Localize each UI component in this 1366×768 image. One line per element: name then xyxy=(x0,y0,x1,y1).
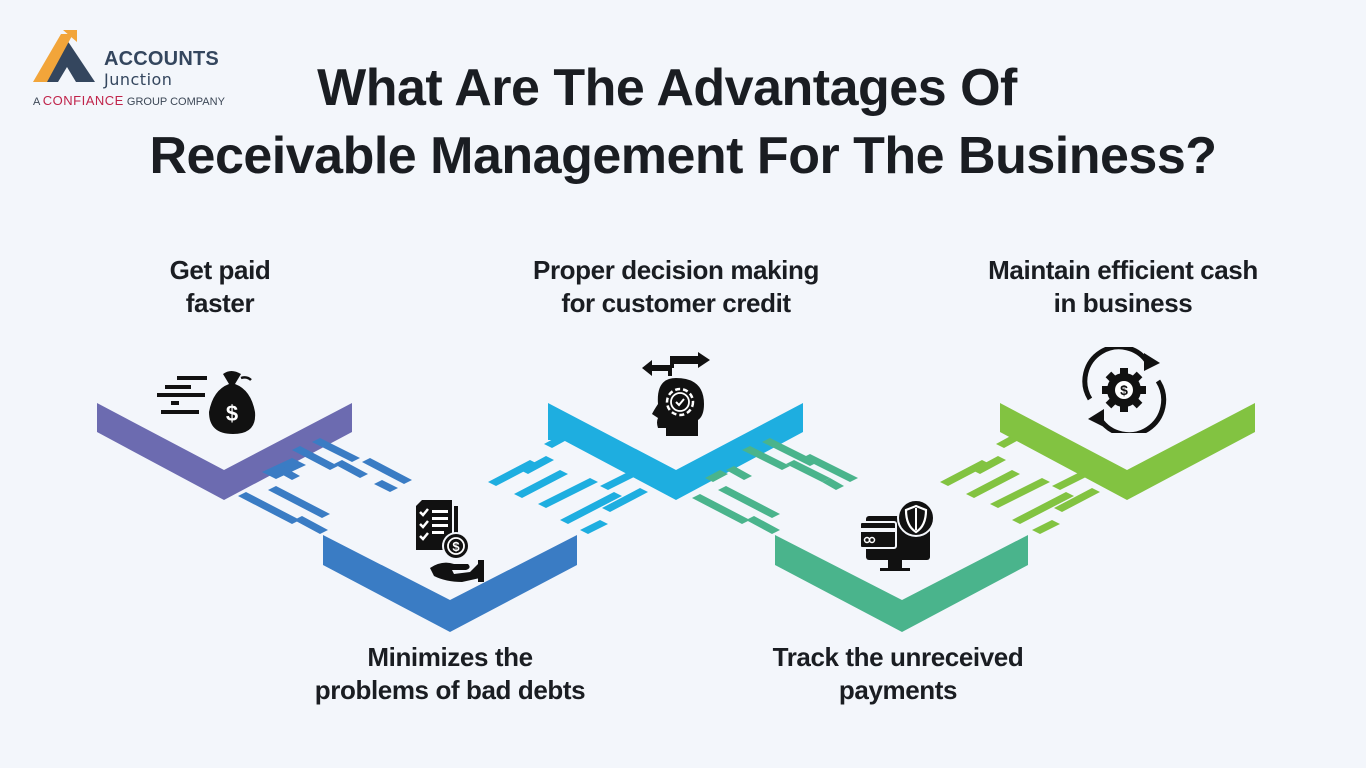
connector-stripes-1-2 xyxy=(238,438,412,534)
page-title-line2: Receivable Management For The Business? xyxy=(149,127,1217,185)
logo-triangle-icon xyxy=(33,30,95,82)
money-bag-icon: $ xyxy=(157,371,256,434)
step-1-label-line1: Get paid xyxy=(169,255,271,285)
step-4-label: Track the unreceived payments xyxy=(738,641,1058,707)
connector-stripes-3-4 xyxy=(692,438,858,534)
step-5-label-line2: in business xyxy=(1053,288,1193,318)
step-3-label-line2: for customer credit xyxy=(561,288,791,318)
step-5-label-line1: Maintain efficient cash xyxy=(988,255,1258,285)
chevron-step-4 xyxy=(775,535,1028,632)
invoice-hand-icon: $ xyxy=(416,500,484,582)
svg-text:$: $ xyxy=(452,539,460,554)
step-1-label-line2: faster xyxy=(185,288,255,318)
svg-text:$: $ xyxy=(1120,382,1128,398)
step-5-label: Maintain efficient cash in business xyxy=(963,254,1283,320)
tagline-suffix: GROUP COMPANY xyxy=(126,96,225,108)
chevron-step-5 xyxy=(1000,403,1255,500)
step-2-label-line1: Minimizes the xyxy=(367,642,533,672)
tagline-prefix: A xyxy=(33,96,40,108)
step-1-label: Get paid faster xyxy=(120,254,320,320)
tagline-company: CONFIANCE xyxy=(42,93,124,108)
company-logo: ACCOUNTS Junction A CONFIANCE GROUP COMP… xyxy=(33,30,233,110)
step-2-label: Minimizes the problems of bad debts xyxy=(290,641,610,707)
svg-text:$: $ xyxy=(226,401,238,426)
connector-stripes-2-3 xyxy=(488,432,648,534)
secure-payment-monitor-icon xyxy=(859,500,935,571)
cash-cycle-icon: $ xyxy=(1082,347,1167,433)
step-2-label-line2: problems of bad debts xyxy=(314,675,586,705)
page-title-line1: What Are The Advantages Of xyxy=(317,59,1017,117)
connector-stripes-4-5 xyxy=(940,432,1100,534)
logo-tagline: A CONFIANCE GROUP COMPANY xyxy=(33,93,225,108)
step-3-label: Proper decision making for customer cred… xyxy=(516,254,836,320)
step-3-label-line1: Proper decision making xyxy=(533,255,819,285)
logo-brand-line2: Junction xyxy=(104,70,173,89)
chevron-step-2 xyxy=(323,535,577,632)
decision-head-icon xyxy=(642,352,710,436)
step-4-label-line2: payments xyxy=(838,675,958,705)
logo-brand-line1: ACCOUNTS xyxy=(104,48,219,70)
step-4-label-line1: Track the unreceived xyxy=(772,642,1024,672)
